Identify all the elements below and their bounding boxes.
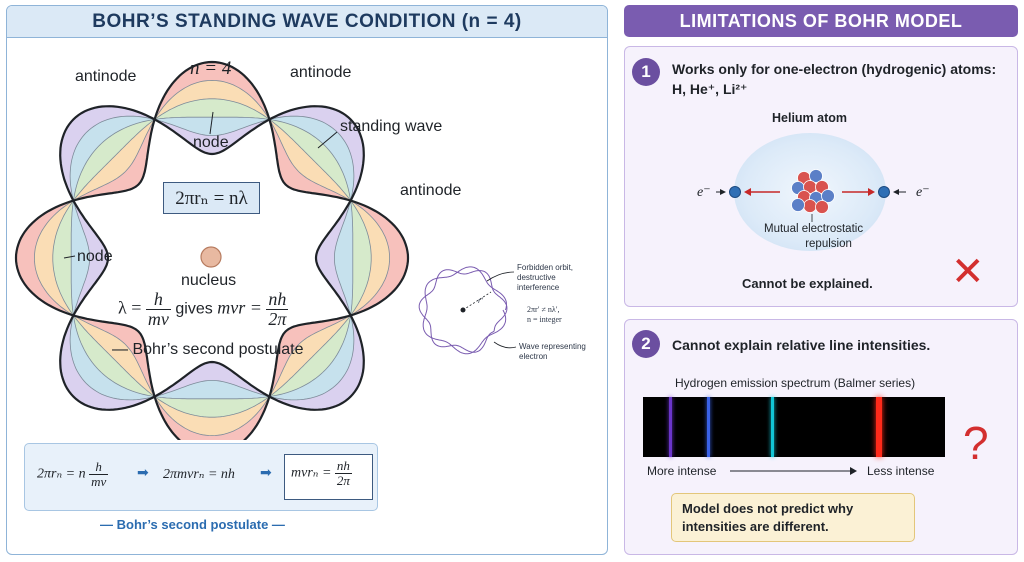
electron-pointer-head	[893, 189, 899, 195]
wave-contour	[33, 79, 391, 437]
node-label-left: node	[77, 248, 113, 265]
intensity-arrow	[730, 467, 857, 475]
forbidden-orbit-label: Forbidden orbit, destructive interferenc…	[517, 263, 574, 292]
arrow-icon: ➡	[260, 464, 272, 480]
electron-label-right: e⁻	[916, 185, 930, 200]
limitation-1-title: Works only for one-electron (hydrogenic)…	[672, 61, 997, 97]
nucleon	[791, 198, 805, 212]
lambda-equals: λ =	[118, 297, 142, 318]
nucleus-icon	[200, 246, 222, 268]
forbidden-wave	[418, 269, 508, 353]
nucleon	[809, 169, 823, 183]
gives-text: gives	[175, 300, 213, 318]
standing-wave-diagram	[14, 60, 517, 440]
arrow-icon: ➡	[137, 464, 149, 480]
antinode-label-right: antinode	[400, 182, 462, 199]
derivation-caption: — Bohr’s second postulate —	[100, 517, 285, 532]
forbidden-wave	[422, 266, 507, 355]
node-label-top: node	[193, 134, 229, 151]
forbidden-orbit-equation: 2πr′ ≠ nλ′, n = integer	[527, 305, 562, 324]
wave-envelope-inner	[59, 105, 365, 411]
postulate-note: — Bohr’s second postulate	[112, 341, 304, 358]
forbidden-radius	[462, 291, 492, 311]
repulsion-arrow-head	[744, 188, 751, 196]
limitations-title: LIMITATIONS OF BOHR MODEL	[624, 5, 1018, 37]
limitation-number-1: 1	[632, 58, 660, 86]
antinode-label-top-right: antinode	[290, 64, 352, 81]
quantization-equation-box: 2πrₙ = nλ	[163, 182, 260, 214]
electron-pointer-head	[720, 189, 726, 195]
spectral-line-red	[876, 397, 882, 457]
mvr-equals: mvr =	[217, 297, 262, 318]
node-pointer	[209, 111, 214, 135]
less-intense-label: Less intense	[867, 464, 935, 478]
electron-icon	[878, 186, 890, 198]
spectral-line-blue	[707, 397, 710, 457]
repulsion-arrow-head	[868, 188, 875, 196]
nucleon	[821, 189, 835, 203]
quantization-equation: 2πrₙ = nλ	[175, 187, 248, 209]
wave-contour	[69, 115, 355, 401]
electron-icon	[729, 186, 741, 198]
wave-pointer	[493, 341, 517, 349]
nucleon	[815, 200, 829, 214]
helium-atom-diagram	[716, 169, 906, 222]
standing-wave-title: BOHR’S STANDING WAVE CONDITION (n = 4)	[7, 6, 607, 38]
intensity-note: Model does not predict why intensities a…	[671, 493, 915, 542]
nucleon	[803, 199, 817, 213]
node-pointer	[63, 255, 76, 259]
standing-wave-label: standing wave	[340, 118, 443, 135]
wave-band	[70, 116, 354, 400]
emission-spectrum	[643, 397, 945, 457]
question-mark-icon: ?	[963, 417, 989, 469]
n-label: n = 4	[190, 58, 232, 79]
standing-wave-pointer	[317, 131, 338, 149]
wave-envelope-outer	[14, 60, 410, 440]
spectral-line-cyan	[771, 397, 774, 457]
forbidden-radius-label: r′	[478, 296, 483, 305]
antinode-label-top-left: antinode	[75, 68, 137, 85]
helium-atom-label: Helium atom	[772, 111, 848, 125]
electron-wave-label: Wave representing electron	[519, 342, 586, 361]
spectral-line-violet	[669, 397, 672, 457]
nucleus-label: nucleus	[181, 272, 237, 289]
wave-band	[34, 80, 390, 436]
spectrum-title: Hydrogen emission spectrum (Balmer serie…	[675, 376, 916, 390]
cross-icon: ✕	[951, 250, 985, 294]
repulsion-label: Mutual electrostatic repulsion	[764, 223, 864, 250]
limitation-2-title: Cannot explain relative line intensities…	[672, 337, 931, 353]
wave-contour	[70, 116, 354, 400]
more-intense-label: More intense	[647, 464, 717, 478]
derivation-step2: 2πmvrₙ = nh	[163, 467, 235, 482]
wave-contour	[52, 98, 372, 418]
limitation-number-2: 2	[632, 330, 660, 358]
forbidden-pointer	[486, 271, 515, 282]
electron-label-left: e⁻	[697, 185, 711, 200]
cannot-explain-label: Cannot be explained.	[742, 276, 873, 291]
